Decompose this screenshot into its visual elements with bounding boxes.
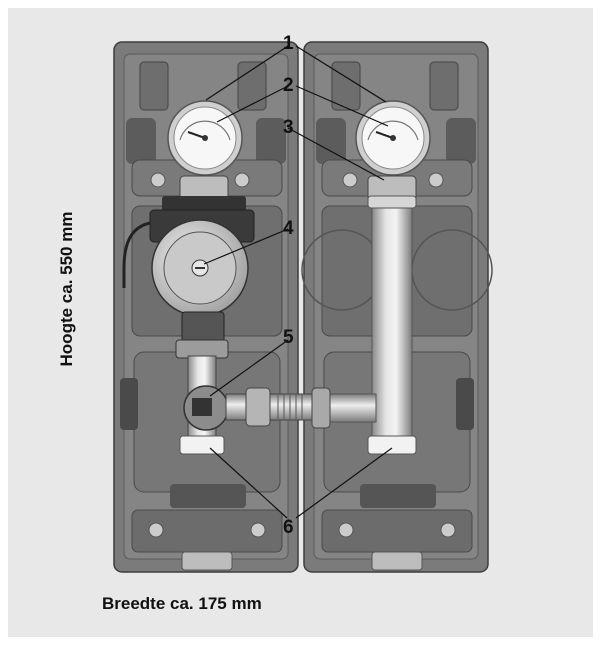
callout-3: 3 bbox=[283, 117, 294, 138]
right-pipe-assembly bbox=[311, 175, 417, 455]
leader-lines bbox=[203, 45, 393, 519]
right-thermometer bbox=[355, 100, 431, 176]
height-label: Hoogte ca. 550 mm bbox=[57, 211, 76, 367]
callout-2: 2 bbox=[283, 75, 294, 96]
diagram-panel bbox=[8, 8, 593, 637]
left-pipe-assembly bbox=[122, 175, 323, 455]
callout-4: 4 bbox=[283, 218, 294, 239]
left-thermometer bbox=[167, 100, 243, 176]
callout-5: 5 bbox=[283, 327, 294, 348]
callout-6: 6 bbox=[283, 517, 294, 538]
callout-1: 1 bbox=[283, 33, 294, 54]
width-label: Breedte ca. 175 mm bbox=[102, 594, 262, 613]
